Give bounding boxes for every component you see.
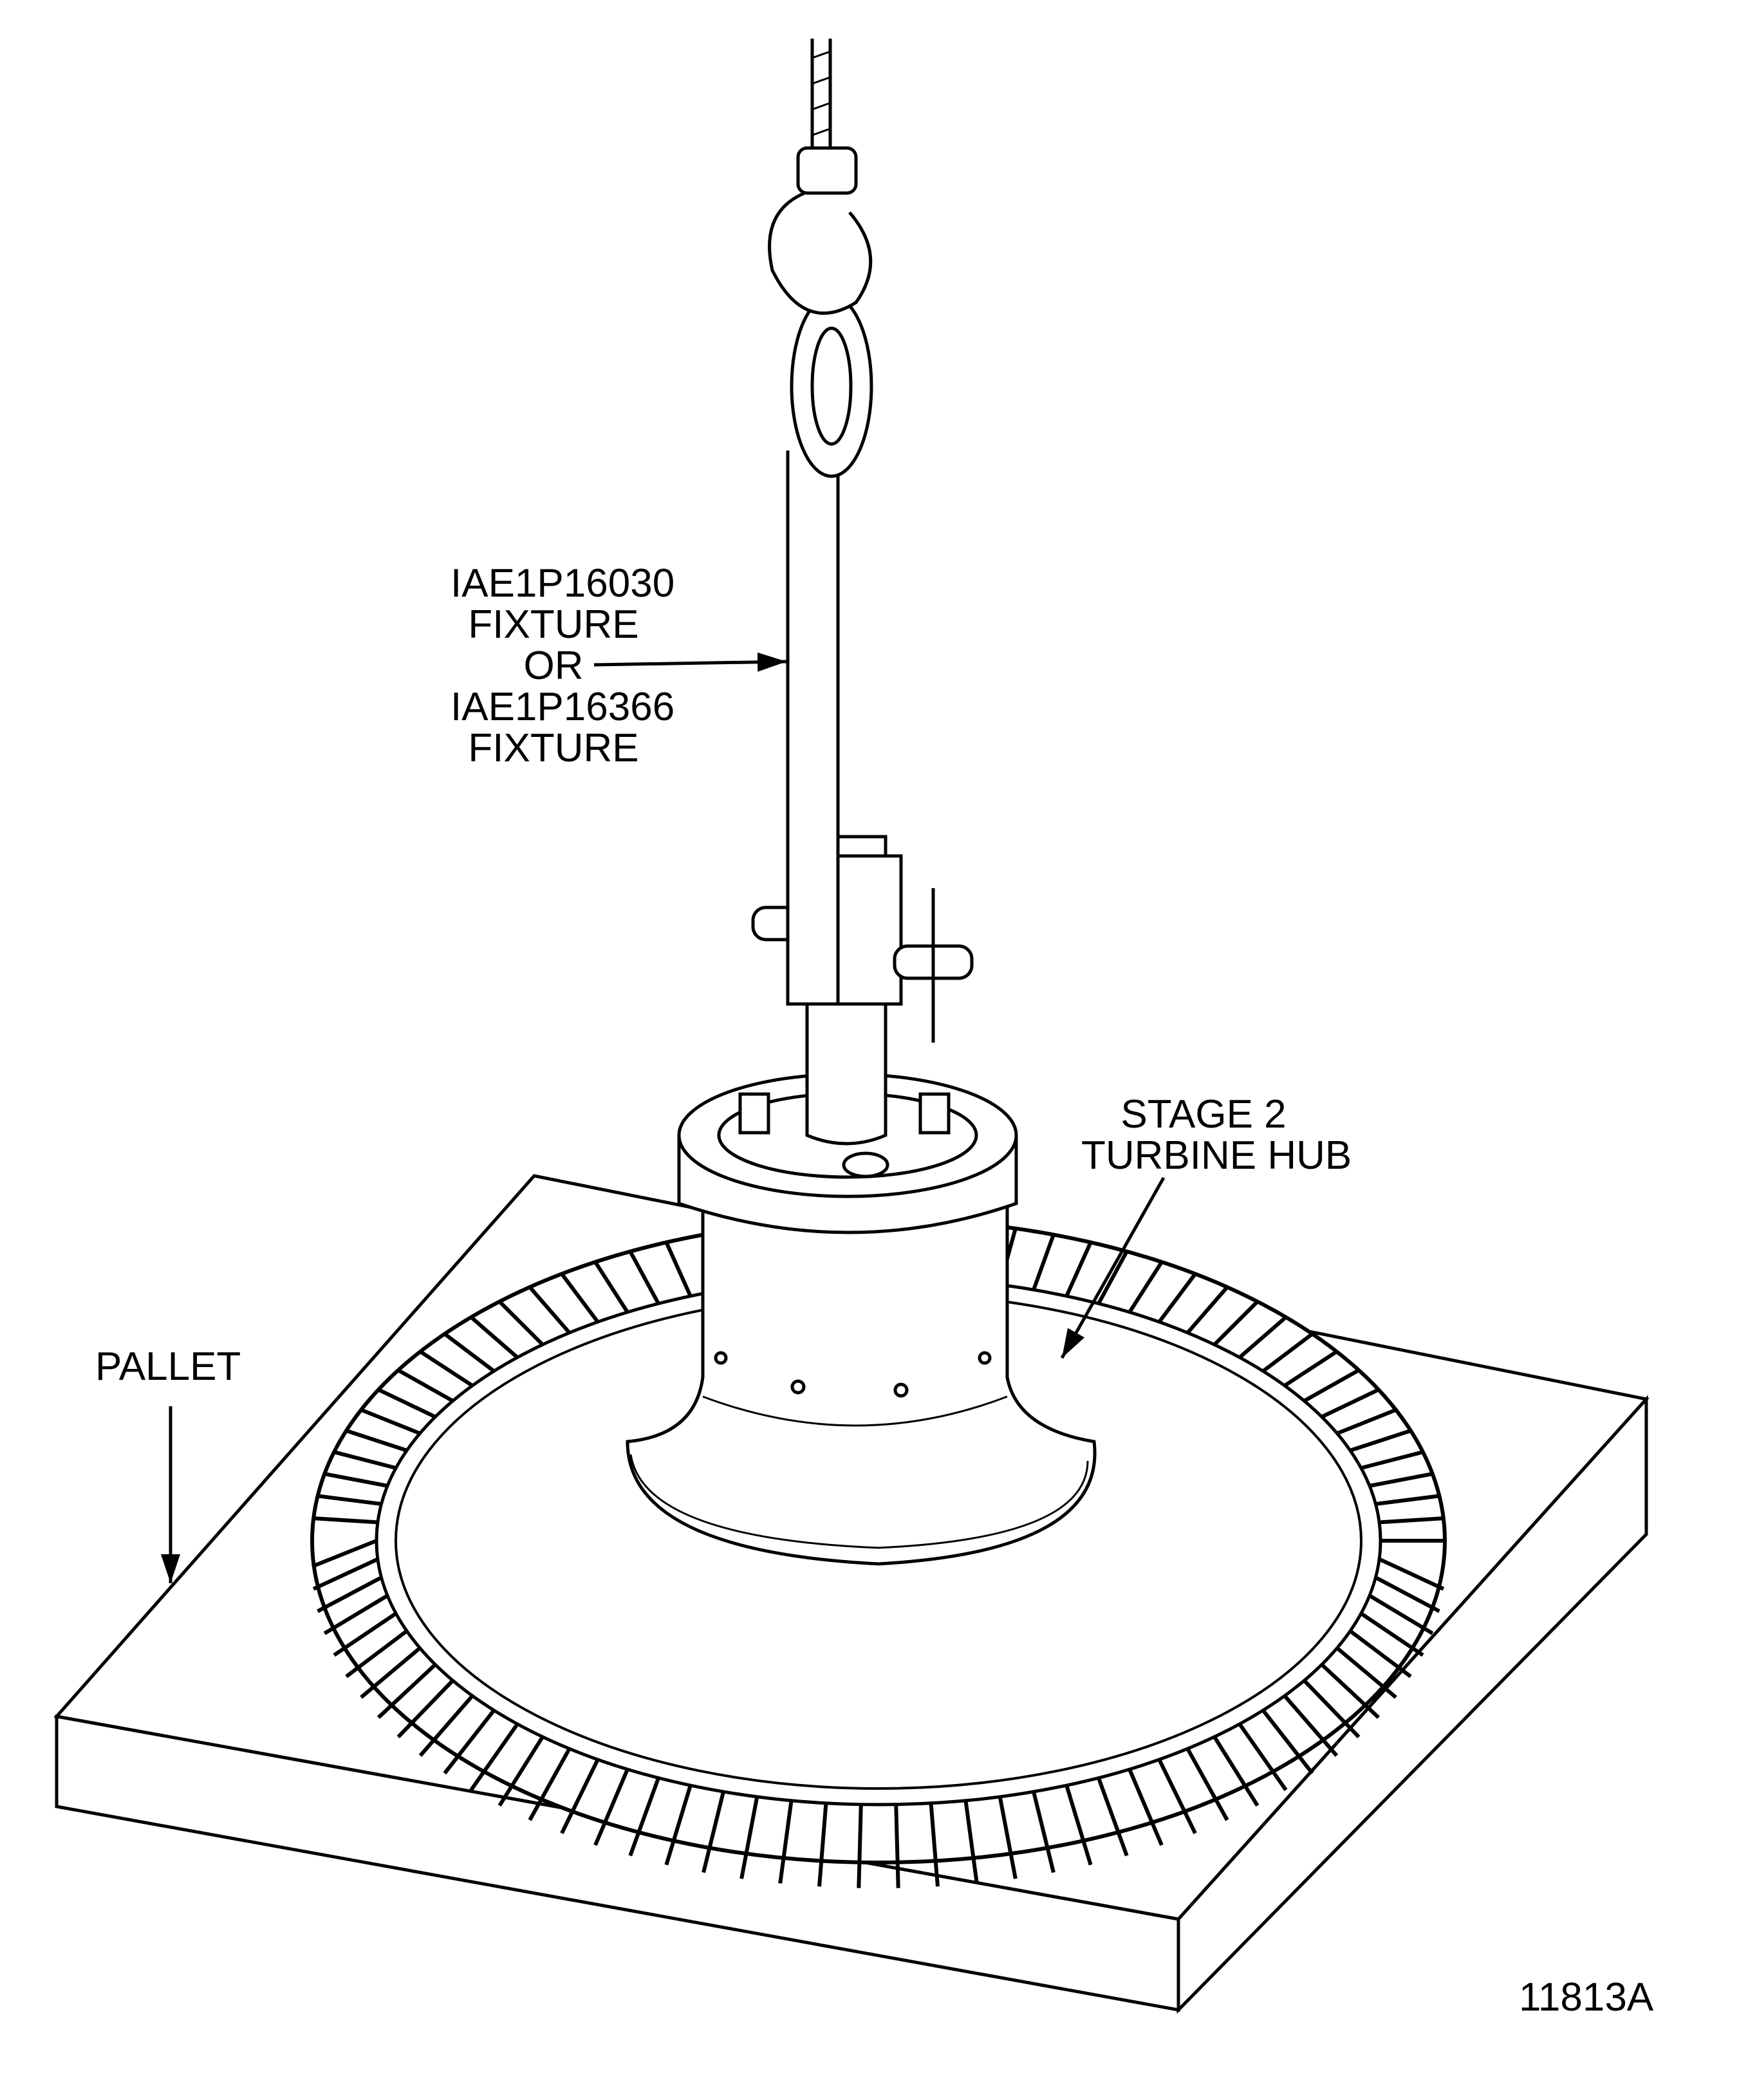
blade-mark bbox=[1350, 1429, 1411, 1453]
blade-mark bbox=[1097, 1777, 1129, 1857]
fixture-leader-arrow bbox=[593, 652, 787, 672]
blade-mark bbox=[360, 1408, 421, 1436]
blade-mark bbox=[419, 1350, 474, 1388]
blade-mark bbox=[1128, 1261, 1164, 1314]
blade-mark bbox=[1368, 1594, 1434, 1635]
blade-mark bbox=[628, 1250, 660, 1305]
blade-mark bbox=[317, 1494, 382, 1506]
blade-mark bbox=[664, 1785, 693, 1866]
blade-mark bbox=[1303, 1368, 1360, 1403]
blade-mark bbox=[1375, 1575, 1440, 1613]
blade-mark bbox=[346, 1429, 407, 1453]
blade-mark bbox=[560, 1272, 600, 1323]
blade-mark bbox=[929, 1803, 940, 1887]
blade-mark bbox=[1032, 1791, 1055, 1873]
hub-label-line: STAGE 2 bbox=[1120, 1092, 1287, 1137]
blade-mark bbox=[1064, 1241, 1093, 1297]
blade-mark bbox=[1379, 1516, 1444, 1525]
blade-mark bbox=[1128, 1768, 1164, 1846]
blade-mark bbox=[817, 1803, 828, 1887]
blade-mark bbox=[1378, 1557, 1445, 1591]
blade-mark bbox=[1213, 1736, 1260, 1807]
blade-mark bbox=[528, 1286, 572, 1334]
blade-mark bbox=[778, 1800, 794, 1884]
blade-mark bbox=[593, 1768, 629, 1846]
blade-mark bbox=[1321, 1388, 1380, 1419]
blade-mark bbox=[443, 1709, 496, 1775]
figure-number: 11813A bbox=[1519, 1975, 1654, 2020]
blade-mark bbox=[998, 1796, 1018, 1879]
blade-mark bbox=[1283, 1695, 1339, 1757]
blade-mark bbox=[498, 1300, 544, 1346]
blade-mark bbox=[857, 1804, 863, 1888]
blade-mark bbox=[1320, 1663, 1380, 1719]
blade-mark bbox=[1261, 1709, 1314, 1775]
blade-mark bbox=[560, 1758, 600, 1834]
blade-mark bbox=[470, 1315, 519, 1359]
blade-mark bbox=[528, 1747, 572, 1821]
blade-mark bbox=[1185, 1747, 1229, 1821]
blade-mark bbox=[311, 1539, 378, 1568]
hub-label-line: TURBINE HUB bbox=[1081, 1133, 1352, 1178]
blade-mark bbox=[664, 1241, 693, 1297]
blade-mark bbox=[1185, 1286, 1229, 1334]
hub-label: STAGE 2 TURBINE HUB bbox=[1081, 1092, 1352, 1178]
hub-leader-arrow bbox=[1060, 1176, 1166, 1359]
blade-mark bbox=[397, 1368, 454, 1403]
blade-mark bbox=[376, 1663, 437, 1719]
blade-mark bbox=[1360, 1612, 1424, 1657]
blade-mark bbox=[323, 1594, 389, 1635]
blade-mark bbox=[1238, 1723, 1288, 1792]
blade-mark bbox=[628, 1777, 660, 1857]
blade-mark bbox=[469, 1723, 519, 1792]
blade-mark bbox=[1361, 1450, 1424, 1470]
blade-mark bbox=[739, 1796, 759, 1879]
blade-mark bbox=[360, 1646, 422, 1699]
blade-mark bbox=[1349, 1629, 1412, 1678]
blade-mark bbox=[418, 1695, 474, 1757]
blade-mark bbox=[317, 1575, 382, 1613]
blade-mark bbox=[312, 1557, 379, 1591]
blade-mark bbox=[1335, 1646, 1397, 1699]
fixture-label-line: OR bbox=[523, 644, 584, 688]
blade-mark bbox=[1157, 1758, 1197, 1834]
blade-mark bbox=[497, 1736, 544, 1807]
blade-mark bbox=[1283, 1350, 1338, 1388]
blade-mark bbox=[1369, 1472, 1433, 1488]
blade-mark bbox=[1032, 1234, 1055, 1291]
blade-mark bbox=[963, 1800, 979, 1884]
blade-mark bbox=[345, 1629, 408, 1678]
fixture-label-line: FIXTURE bbox=[468, 602, 639, 647]
blade-mark bbox=[894, 1804, 900, 1888]
blade-mark bbox=[1238, 1315, 1287, 1359]
blade-mark bbox=[1375, 1494, 1440, 1506]
fixture-label-line: FIXTURE bbox=[468, 726, 639, 770]
blade-mark bbox=[1097, 1250, 1129, 1305]
blade-mark bbox=[443, 1332, 496, 1373]
blade-mark bbox=[1213, 1300, 1259, 1346]
fixture-label-line: IAE1P16366 bbox=[451, 685, 675, 729]
blade-mark bbox=[333, 1450, 396, 1470]
pallet-label: PALLET bbox=[95, 1344, 241, 1389]
blade-mark bbox=[1064, 1785, 1093, 1866]
blade-mark bbox=[1336, 1408, 1397, 1436]
blade-mark bbox=[1157, 1272, 1197, 1323]
blade-mark bbox=[324, 1472, 388, 1488]
fixture-label: IAE1P16030 FIXTURE OR IAE1P16366 FIXTURE bbox=[451, 561, 675, 770]
blade-mark bbox=[377, 1388, 436, 1419]
blade-mark bbox=[313, 1516, 378, 1525]
blade-mark bbox=[702, 1791, 725, 1873]
blade-mark bbox=[1303, 1679, 1361, 1739]
blade-mark bbox=[593, 1261, 629, 1314]
blade-mark bbox=[396, 1679, 454, 1739]
blade-mark bbox=[333, 1612, 397, 1657]
lifting-fixture-drawing bbox=[751, 39, 974, 1146]
blade-mark bbox=[1261, 1332, 1314, 1373]
fixture-label-line: IAE1P16030 bbox=[451, 561, 675, 606]
